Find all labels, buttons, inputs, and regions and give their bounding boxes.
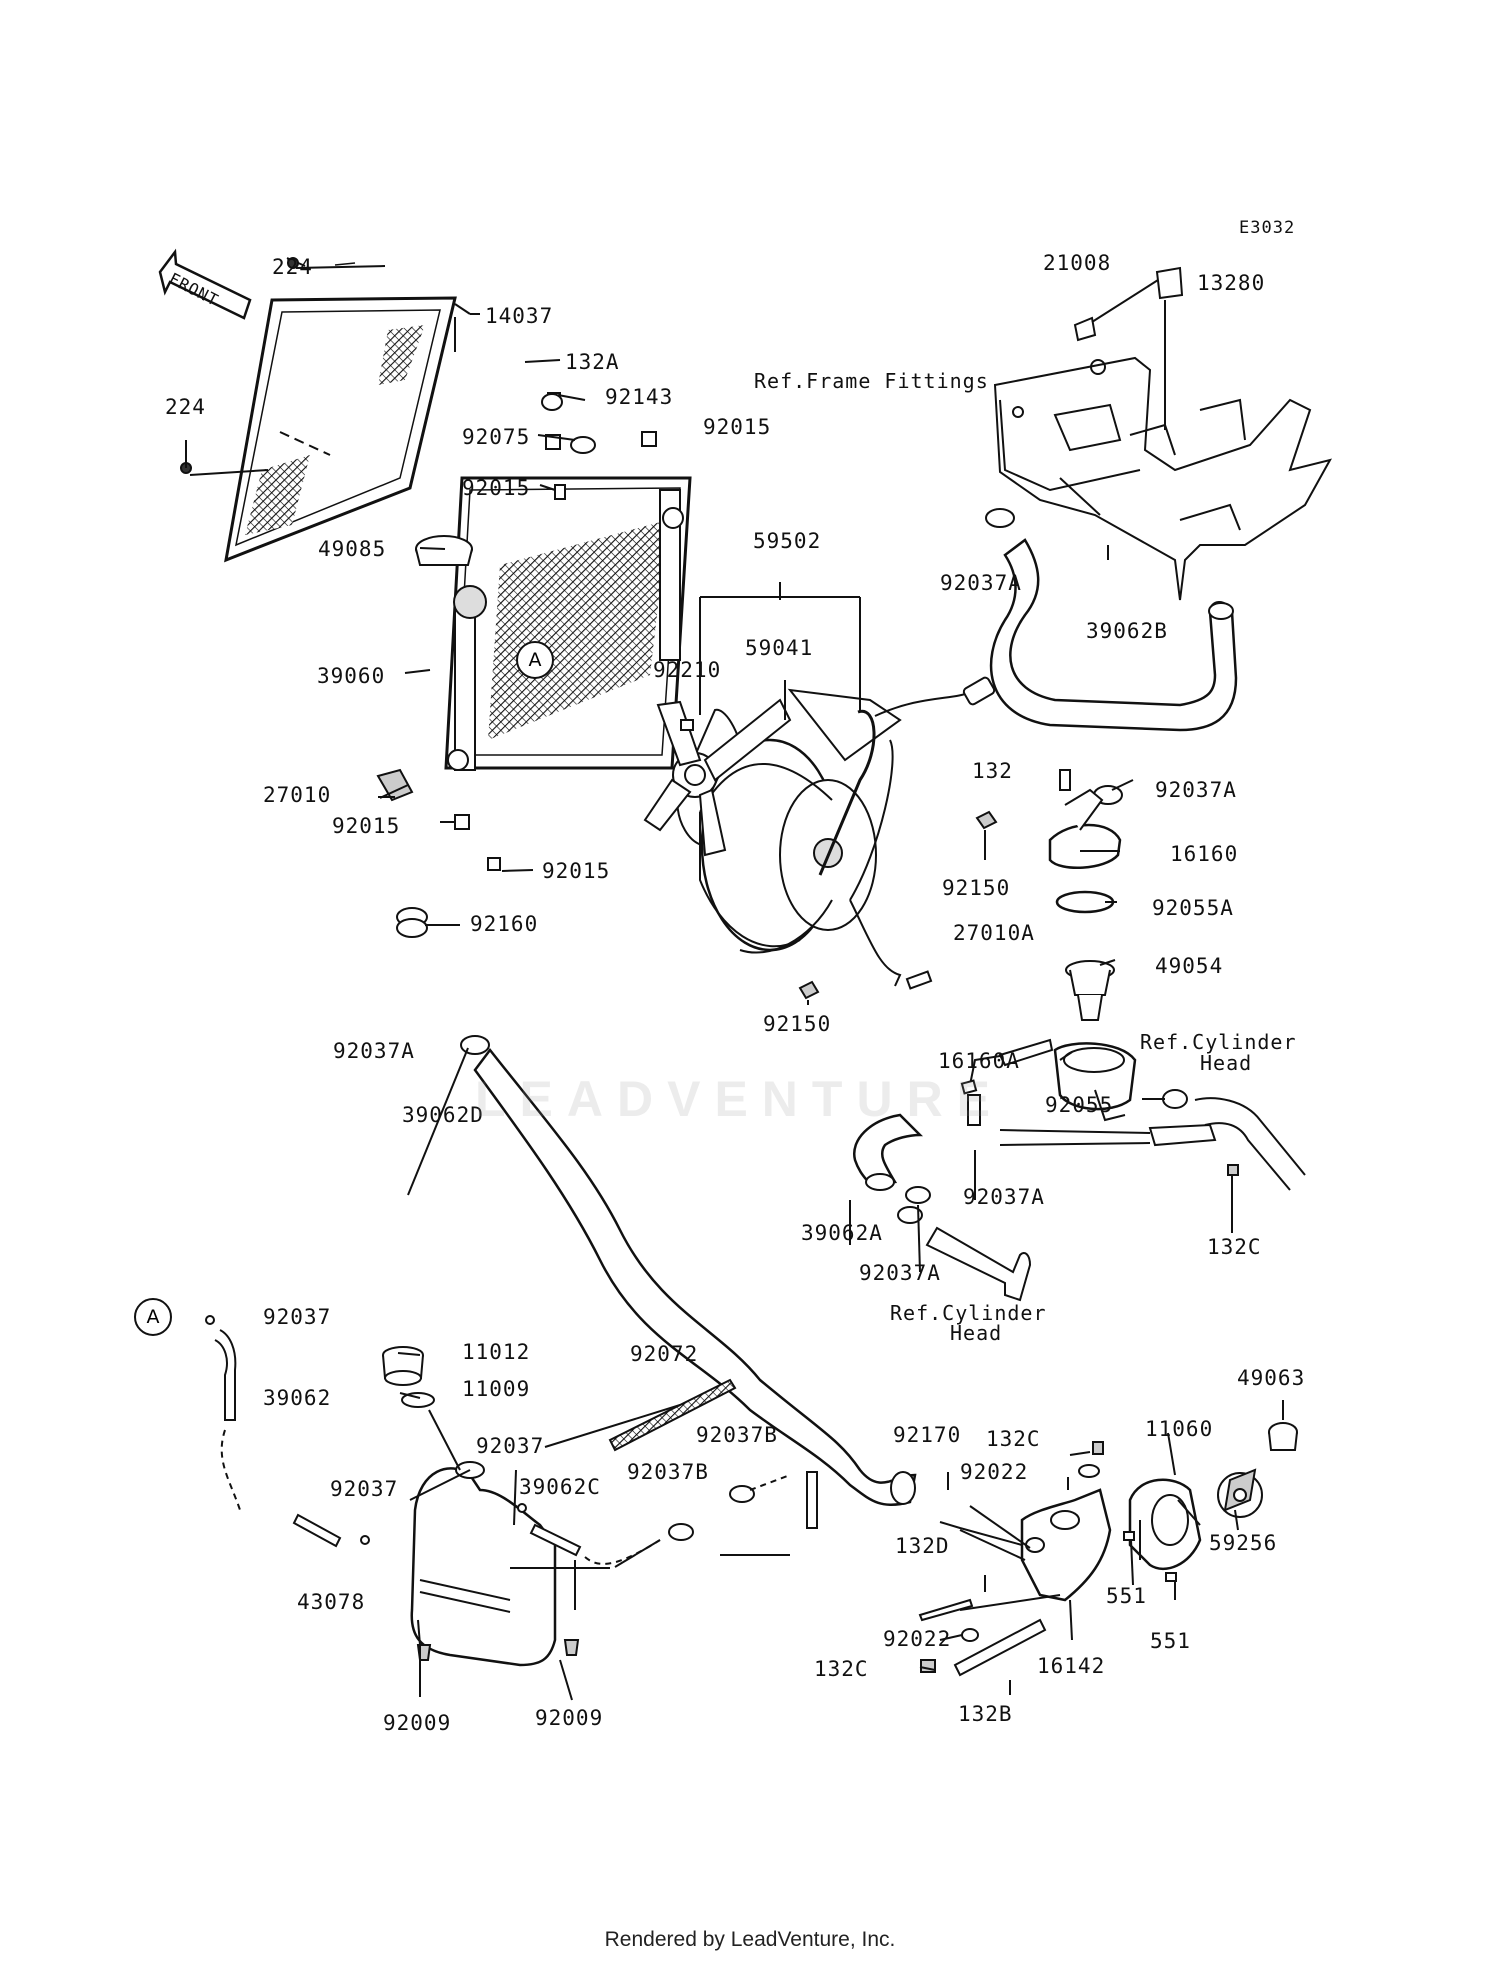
fan-blade <box>643 698 792 857</box>
label-92037-top: 92037 <box>263 1305 332 1329</box>
front-arrow-icon <box>158 248 252 320</box>
label-11009: 11009 <box>462 1377 531 1401</box>
temp-sensor-27010A <box>969 1038 1054 1086</box>
label-92150-right: 92150 <box>942 876 1011 900</box>
label-92037B-top: 92037B <box>696 1423 778 1447</box>
label-43078: 43078 <box>297 1590 366 1614</box>
label-16160A: 16160A <box>938 1049 1020 1073</box>
label-132C-bottom: 132C <box>814 1657 869 1681</box>
ref-cylinder-head-right-line2: Head <box>1200 1051 1253 1075</box>
label-92143: 92143 <box>605 385 674 409</box>
pump-cover <box>1128 1478 1202 1571</box>
label-92150-bottom: 92150 <box>763 1012 832 1036</box>
label-39062D: 39062D <box>402 1103 484 1127</box>
hose-39062B <box>989 538 1238 732</box>
label-92170: 92170 <box>893 1423 962 1447</box>
label-92015-mid: 92015 <box>462 476 531 500</box>
label-92055A: 92055A <box>1152 896 1234 920</box>
label-14037: 14037 <box>485 304 554 328</box>
label-92037-left: 92037 <box>330 1477 399 1501</box>
label-551-left: 551 <box>1106 1584 1147 1608</box>
frame-fitting <box>993 356 1332 601</box>
fan-switch-27010 <box>376 768 414 802</box>
label-21008: 21008 <box>1043 251 1112 275</box>
ref-cylinder-head-right-line1: Ref.Cylinder <box>1140 1030 1297 1054</box>
label-49063: 49063 <box>1237 1366 1306 1390</box>
thermostat-49054 <box>1065 960 1115 1021</box>
ref-frame-fittings: Ref.Frame Fittings <box>754 369 989 393</box>
label-92037A-right: 92037A <box>1155 778 1237 802</box>
watermark: LEADVENTURE <box>475 1071 1005 1127</box>
label-92015-bottom: 92015 <box>542 859 611 883</box>
label-132C-top: 132C <box>986 1427 1041 1451</box>
hose-39062A <box>852 1113 924 1191</box>
label-59041: 59041 <box>745 636 814 660</box>
grommet-92160 <box>396 907 428 938</box>
impeller <box>1217 1468 1263 1518</box>
label-92037A-center: 92037A <box>963 1185 1045 1209</box>
thermostat-cover <box>1048 769 1122 870</box>
label-92055: 92055 <box>1045 1093 1114 1117</box>
label-92160: 92160 <box>470 912 539 936</box>
label-27010A: 27010A <box>953 921 1035 945</box>
label-39062C: 39062C <box>519 1475 601 1499</box>
label-132D: 132D <box>895 1534 950 1558</box>
label-16142: 16142 <box>1037 1654 1106 1678</box>
label-39060: 39060 <box>317 664 386 688</box>
label-92037B-left: 92037B <box>627 1460 709 1484</box>
diagram-code: E3032 <box>1239 218 1296 238</box>
label-11060: 11060 <box>1145 1417 1214 1441</box>
label-132C-right: 132C <box>1207 1235 1262 1259</box>
ref-cylinder-head-lower-line1: Ref.Cylinder <box>890 1301 1047 1325</box>
footer-credit: Rendered by LeadVenture, Inc. <box>604 1928 896 1951</box>
label-92037A-left: 92037A <box>333 1039 415 1063</box>
hose-39062D <box>473 1047 917 1507</box>
fan-assembly <box>643 676 996 990</box>
label-92015-top: 92015 <box>703 415 772 439</box>
tank-cap-11012 <box>382 1346 424 1386</box>
label-16160: 16160 <box>1170 842 1239 866</box>
label-92210: 92210 <box>653 658 722 682</box>
label-132A: 132A <box>565 350 620 374</box>
radiator <box>444 476 692 771</box>
radiator-screen <box>224 296 457 563</box>
label-132: 132 <box>972 759 1013 783</box>
label-27010: 27010 <box>263 783 332 807</box>
label-92015-lower: 92015 <box>332 814 401 838</box>
label-92037A-upper: 92037A <box>940 571 1022 595</box>
label-49054: 49054 <box>1155 954 1224 978</box>
label-39062B: 39062B <box>1086 619 1168 643</box>
label-92009-left: 92009 <box>383 1711 452 1735</box>
label-39062A: 39062A <box>801 1221 883 1245</box>
water-pump-body <box>1020 1488 1112 1602</box>
label-59256: 59256 <box>1209 1531 1278 1555</box>
label-92022-bottom: 92022 <box>883 1627 952 1651</box>
label-92072: 92072 <box>630 1342 699 1366</box>
label-132B: 132B <box>958 1702 1013 1726</box>
label-13280: 13280 <box>1197 271 1266 295</box>
label-224-left: 224 <box>165 395 206 419</box>
label-11012: 11012 <box>462 1340 531 1364</box>
label-59502: 59502 <box>753 529 822 553</box>
label-49085: 49085 <box>318 537 387 561</box>
thermostat-housing <box>1053 1042 1137 1122</box>
label-92022-top: 92022 <box>960 1460 1029 1484</box>
callout-a-top: A <box>516 641 554 679</box>
label-92037A-lower: 92037A <box>859 1261 941 1285</box>
callout-a-bottom: A <box>134 1298 172 1336</box>
label-551-right: 551 <box>1150 1629 1191 1653</box>
label-224-top: 224 <box>272 255 313 279</box>
label-92009-right: 92009 <box>535 1706 604 1730</box>
radiator-cap <box>415 535 473 566</box>
label-92037-mid: 92037 <box>476 1434 545 1458</box>
label-39062: 39062 <box>263 1386 332 1410</box>
label-92075: 92075 <box>462 425 531 449</box>
ref-cylinder-head-lower-line2: Head <box>950 1321 1003 1345</box>
